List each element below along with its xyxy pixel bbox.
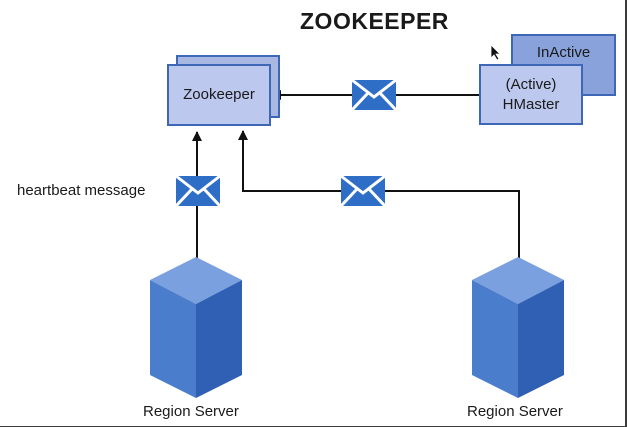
inactive-label: InActive: [536, 44, 591, 61]
diagram-title: ZOOKEEPER: [300, 8, 449, 34]
mouse-cursor-icon: [490, 44, 501, 61]
server-icon: [150, 257, 242, 398]
active-hmaster-box[interactable]: (Active) HMaster: [479, 64, 583, 125]
envelope-icon: [339, 174, 387, 208]
zookeeper-label: Zookeeper: [183, 86, 255, 103]
hmaster-label: HMaster: [502, 95, 560, 113]
envelope-icon: [350, 78, 398, 112]
envelope-icon: [174, 174, 222, 208]
heartbeat-message-label: heartbeat message: [17, 182, 146, 199]
frame-border-right: [625, 0, 627, 427]
active-label: (Active): [505, 75, 557, 93]
region-server-label-left: Region Server: [143, 403, 239, 420]
region-server-label-right: Region Server: [467, 403, 563, 420]
server-icon: [472, 257, 564, 398]
zookeeper-box[interactable]: Zookeeper: [167, 64, 271, 126]
